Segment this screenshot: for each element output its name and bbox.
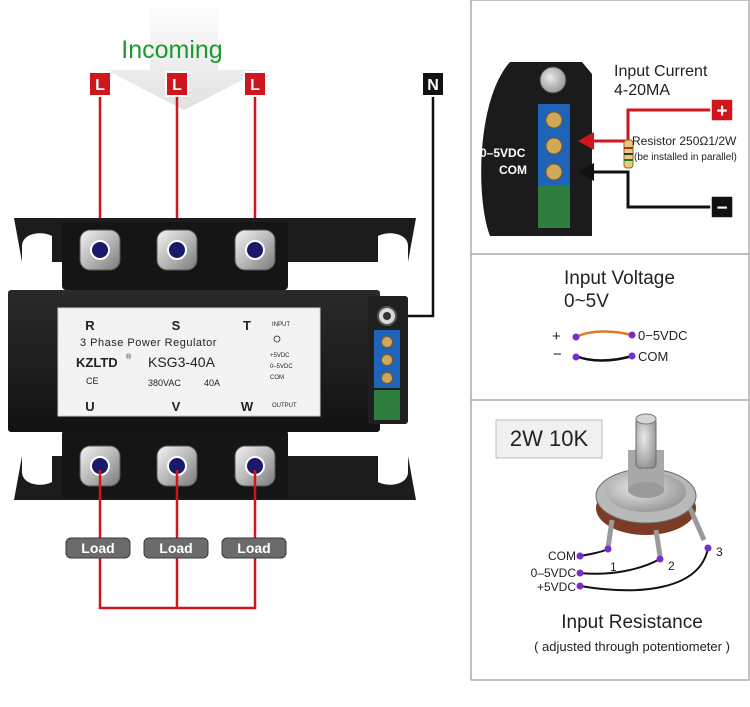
load-label: Load <box>159 540 192 556</box>
pot-rating-badge <box>495 419 603 459</box>
voltage-minus-symbol: − <box>553 346 562 363</box>
input-terminal-small-2: 0–5VDC <box>270 364 293 370</box>
neutral-tag: N <box>421 71 445 97</box>
minus-badge <box>710 195 734 219</box>
input-symbol-icon <box>273 335 281 343</box>
input-voltage-range: 0~5V <box>564 291 609 312</box>
svg-text:S: S <box>172 318 181 333</box>
pot-wire-supply <box>579 547 709 592</box>
power-regulator: R S T 3 Phase Power Regulator KZLTD ® KS… <box>8 218 416 500</box>
pot-pin-label-3: +5VDC <box>537 580 576 594</box>
pot-rating-label: 2W 10K <box>510 426 589 451</box>
pot-pin-number-1: 1 <box>610 560 617 574</box>
current-positive-arrow <box>578 132 594 150</box>
output-label: OUTPUT <box>272 403 297 409</box>
panel-input-current: 0–5VDC COM Input Current 4-20MA Resistor… <box>480 62 737 236</box>
voltage-wire-negative <box>575 354 633 362</box>
input-terminal-labels: R S T <box>85 318 251 333</box>
voltage-terminal-2: COM <box>638 349 668 364</box>
svg-text:T: T <box>243 318 251 333</box>
plus-badge <box>710 98 734 122</box>
svg-text:R: R <box>85 318 95 333</box>
pot-pin-label-2: 0–5VDC <box>531 566 577 580</box>
voltage-wire-positive <box>575 330 633 339</box>
svg-text:W: W <box>241 399 254 414</box>
resistor-note: (be installed in parallel) <box>634 152 737 163</box>
load-badge-1: Load <box>65 537 131 559</box>
panel-input-voltage: Input Voltage 0~5V + − 0−5VDC COM <box>552 268 688 364</box>
pot-pin-label-1: COM <box>548 549 576 563</box>
main-diagram: Incoming L L L N <box>8 0 445 610</box>
load-badge-3: Load <box>221 537 287 559</box>
svg-text:U: U <box>85 399 94 414</box>
pot-pin-number-2: 2 <box>668 559 675 573</box>
current-negative-arrow <box>578 163 594 181</box>
input-terminal-small-3: COM <box>270 375 284 381</box>
svg-text:V: V <box>172 399 181 414</box>
input-label: INPUT <box>272 322 290 328</box>
pot-wire-signal <box>579 558 661 575</box>
ce-mark: CE <box>86 376 99 386</box>
pot-pin-number-3: 3 <box>716 545 723 559</box>
current-rating: 40A <box>204 378 220 388</box>
input-current-title: Input Current <box>614 63 708 80</box>
model-label: KSG3-40A <box>148 354 216 370</box>
line-tag-2: L <box>165 71 189 97</box>
plus-sign: + <box>716 101 727 122</box>
output-terminal-nuts <box>79 445 276 487</box>
incoming-label: Incoming <box>121 36 222 64</box>
module-terminal-label-2: COM <box>499 163 527 177</box>
line-tag-label: L <box>95 77 105 94</box>
load-badge-2: Load <box>143 537 209 559</box>
potentiometer-icon <box>595 413 707 557</box>
line-tag-label: L <box>172 77 182 94</box>
line-tag-3: L <box>243 71 267 97</box>
regulator-model-line: 3 Phase Power Regulator <box>80 337 217 349</box>
resistor-label: Resistor 250Ω1/2W <box>632 134 737 148</box>
input-terminal-nuts <box>79 229 276 271</box>
pot-wire-com <box>579 548 609 557</box>
input-voltage-title: Input Voltage <box>564 268 675 289</box>
neutral-tag-label: N <box>427 77 439 94</box>
output-terminal-labels: U V W <box>85 399 254 414</box>
voltage-terminal-1: 0−5VDC <box>638 328 688 343</box>
neutral-wire <box>398 96 435 318</box>
minus-sign: − <box>716 198 727 219</box>
panel-input-resistance: 2W 10K COM <box>495 413 730 654</box>
brand-label: KZLTD <box>76 355 118 370</box>
input-current-range: 4-20MA <box>614 82 670 99</box>
voltage-plus-symbol: + <box>552 328 561 345</box>
line-tag-label: L <box>250 77 260 94</box>
load-label: Load <box>81 540 114 556</box>
side-panels: 0–5VDC COM Input Current 4-20MA Resistor… <box>470 0 750 681</box>
module-terminal-label-1: 0–5VDC <box>480 146 526 160</box>
registered-mark: ® <box>126 353 132 361</box>
current-negative-wire <box>590 170 712 209</box>
load-label: Load <box>237 540 270 556</box>
module-screw <box>539 66 567 94</box>
current-positive-wire <box>590 108 712 143</box>
incoming-arrow <box>106 0 262 110</box>
input-terminal-small-1: +5VDC <box>270 353 290 359</box>
output-wires <box>98 470 257 610</box>
input-resistance-title: Input Resistance <box>561 612 703 633</box>
input-resistance-subtitle: ( adjusted through potentiometer ) <box>534 639 730 654</box>
line-tag-1: L <box>88 71 112 97</box>
voltage-rating: 380VAC <box>148 378 181 388</box>
